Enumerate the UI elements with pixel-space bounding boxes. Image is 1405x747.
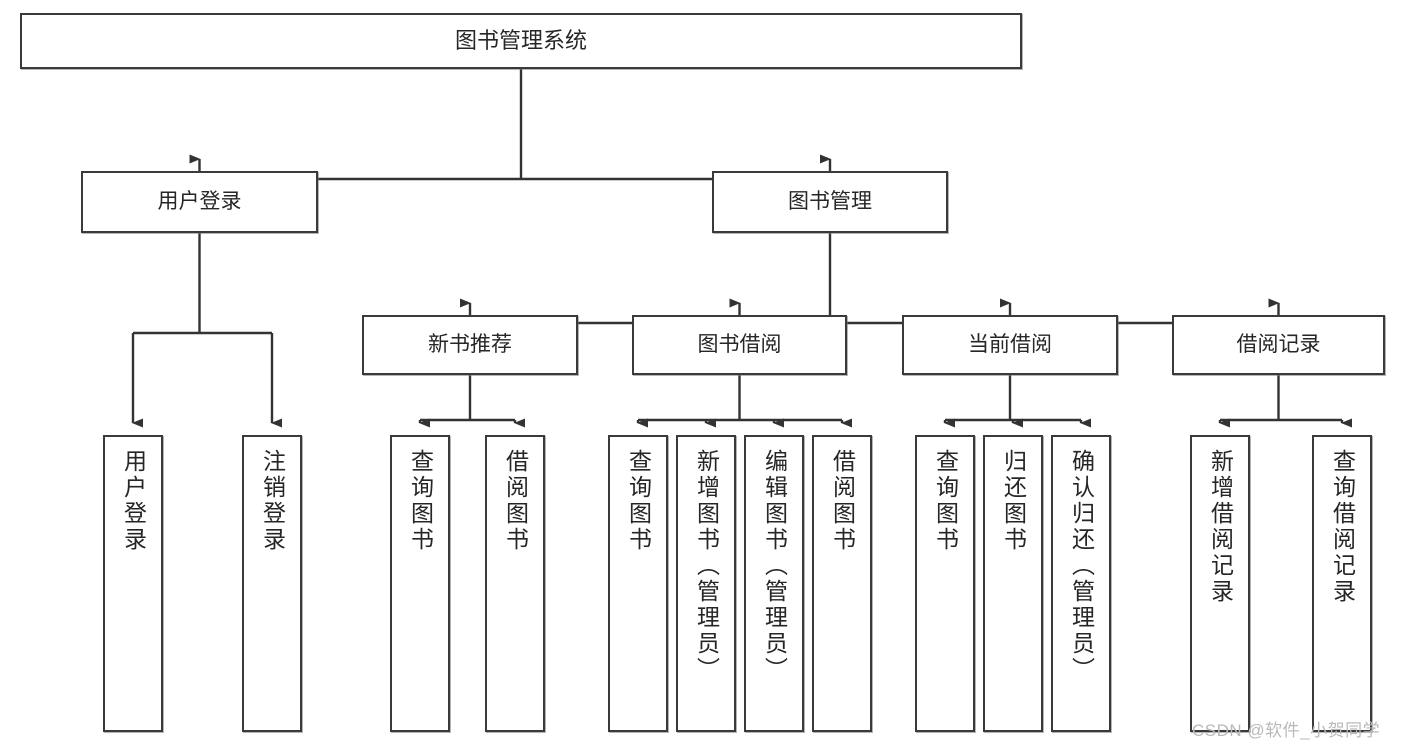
leaf-query-book-2[interactable]: 查询图书 [608, 435, 668, 732]
leaf-add-borrow-record[interactable]: 新增借阅记录 [1190, 435, 1250, 732]
node-label: 图书管理 [788, 189, 872, 213]
csdn-watermark: CSDN @软件_小贺同学 [1192, 721, 1381, 740]
leaf-user-login[interactable]: 用户登录 [103, 435, 163, 732]
leaf-user-logout[interactable]: 注销登录 [242, 435, 302, 732]
leaf-confirm-return-admin[interactable]: 确认归还（管理员） [1051, 435, 1111, 732]
node-user-login[interactable]: 用户登录 [81, 171, 318, 233]
leaf-query-book-1[interactable]: 查询图书 [390, 435, 450, 732]
node-label: 注销登录 [259, 449, 286, 553]
leaf-return-book[interactable]: 归还图书 [983, 435, 1043, 732]
node-new-book-recommend[interactable]: 新书推荐 [362, 315, 578, 375]
node-label: 确认归还（管理员） [1068, 449, 1095, 683]
node-label: 查询图书 [407, 449, 434, 553]
node-book-borrow[interactable]: 图书借阅 [632, 315, 847, 375]
leaf-add-book-admin[interactable]: 新增图书（管理员） [676, 435, 736, 732]
node-borrow-records[interactable]: 借阅记录 [1172, 315, 1385, 375]
node-label: 借阅图书 [829, 449, 856, 553]
leaf-borrow-book-2[interactable]: 借阅图书 [812, 435, 872, 732]
node-label: 新增图书（管理员） [693, 449, 720, 683]
node-label: 图书管理系统 [454, 28, 587, 54]
node-label: 用户登录 [157, 189, 242, 213]
node-label: 借阅记录 [1236, 332, 1321, 356]
node-label: 新书推荐 [428, 332, 512, 356]
node-label: 当前借阅 [968, 332, 1052, 356]
node-label: 用户登录 [120, 449, 147, 553]
node-root[interactable]: 图书管理系统 [20, 13, 1022, 69]
node-label: 编辑图书（管理员） [761, 449, 788, 683]
node-current-borrow[interactable]: 当前借阅 [902, 315, 1118, 375]
node-label: 图书借阅 [697, 332, 782, 356]
node-label: 查询图书 [932, 449, 959, 553]
node-label: 查询借阅记录 [1329, 449, 1356, 605]
leaf-borrow-book-1[interactable]: 借阅图书 [485, 435, 545, 732]
node-label: 借阅图书 [502, 449, 529, 553]
node-book-management[interactable]: 图书管理 [712, 171, 948, 233]
leaf-query-borrow-record[interactable]: 查询借阅记录 [1312, 435, 1372, 732]
node-label: 查询图书 [625, 449, 652, 553]
node-label: 归还图书 [1000, 449, 1027, 553]
leaf-edit-book-admin[interactable]: 编辑图书（管理员） [744, 435, 804, 732]
leaf-query-book-3[interactable]: 查询图书 [915, 435, 975, 732]
node-label: 新增借阅记录 [1207, 449, 1234, 605]
